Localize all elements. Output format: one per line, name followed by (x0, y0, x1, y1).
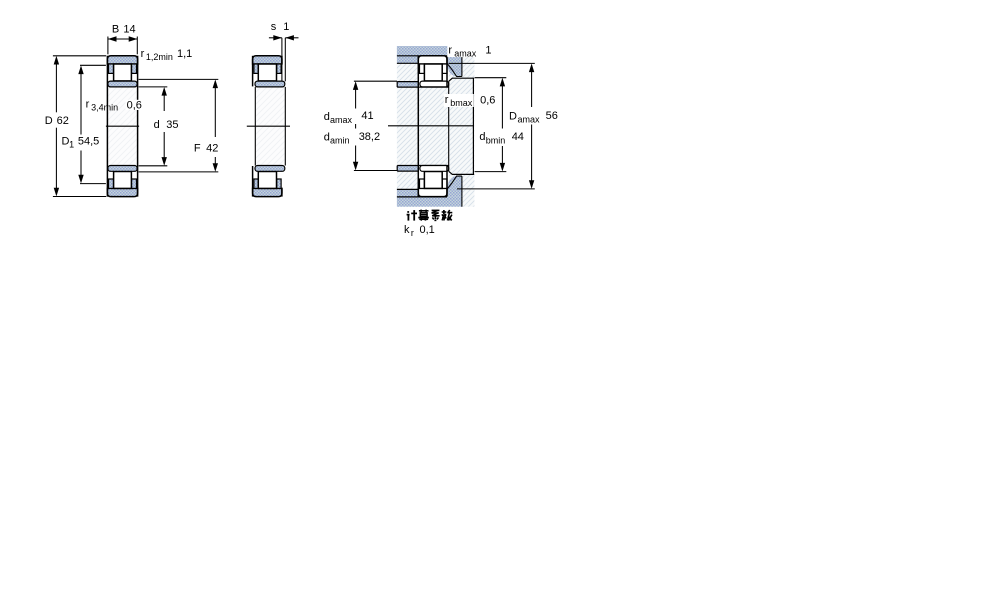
svg-text:d: d (324, 111, 330, 123)
svg-text:56: 56 (546, 110, 558, 122)
svg-text:k: k (404, 224, 410, 236)
svg-text:41: 41 (361, 110, 373, 122)
svg-text:1,1: 1,1 (177, 48, 192, 60)
svg-text:r: r (445, 94, 449, 106)
svg-text:B: B (112, 23, 119, 35)
svg-text:bmin: bmin (486, 135, 506, 145)
svg-text:r: r (141, 48, 145, 60)
svg-text:F: F (194, 143, 201, 155)
svg-text:amax: amax (454, 49, 477, 59)
svg-text:amax: amax (330, 115, 353, 125)
svg-text:1: 1 (283, 21, 289, 33)
svg-text:r: r (86, 99, 90, 111)
svg-text:r: r (411, 228, 414, 238)
svg-text:amin: amin (330, 136, 350, 146)
svg-text:62: 62 (57, 115, 69, 127)
svg-text:d: d (324, 132, 330, 144)
svg-text:42: 42 (206, 143, 218, 155)
svg-text:D: D (509, 111, 517, 123)
svg-text:1,2min: 1,2min (146, 52, 173, 62)
svg-text:r: r (448, 45, 452, 57)
svg-text:3,4min: 3,4min (91, 103, 118, 113)
svg-text:14: 14 (123, 23, 135, 35)
svg-text:0,6: 0,6 (480, 94, 495, 106)
svg-text:s: s (271, 21, 277, 33)
svg-text:1: 1 (485, 44, 491, 56)
svg-text:35: 35 (166, 119, 178, 131)
svg-text:amax: amax (518, 114, 541, 124)
svg-text:44: 44 (512, 131, 524, 143)
svg-text:bmax: bmax (450, 98, 473, 108)
svg-text:D: D (62, 136, 70, 148)
svg-text:54,5: 54,5 (78, 136, 99, 148)
svg-text:0,6: 0,6 (127, 99, 142, 111)
svg-text:d: d (479, 131, 485, 143)
svg-text:0,1: 0,1 (420, 224, 435, 236)
svg-text:1: 1 (69, 140, 74, 150)
svg-text:D: D (45, 115, 53, 127)
svg-text:38,2: 38,2 (359, 131, 380, 143)
svg-text:d: d (154, 119, 160, 131)
